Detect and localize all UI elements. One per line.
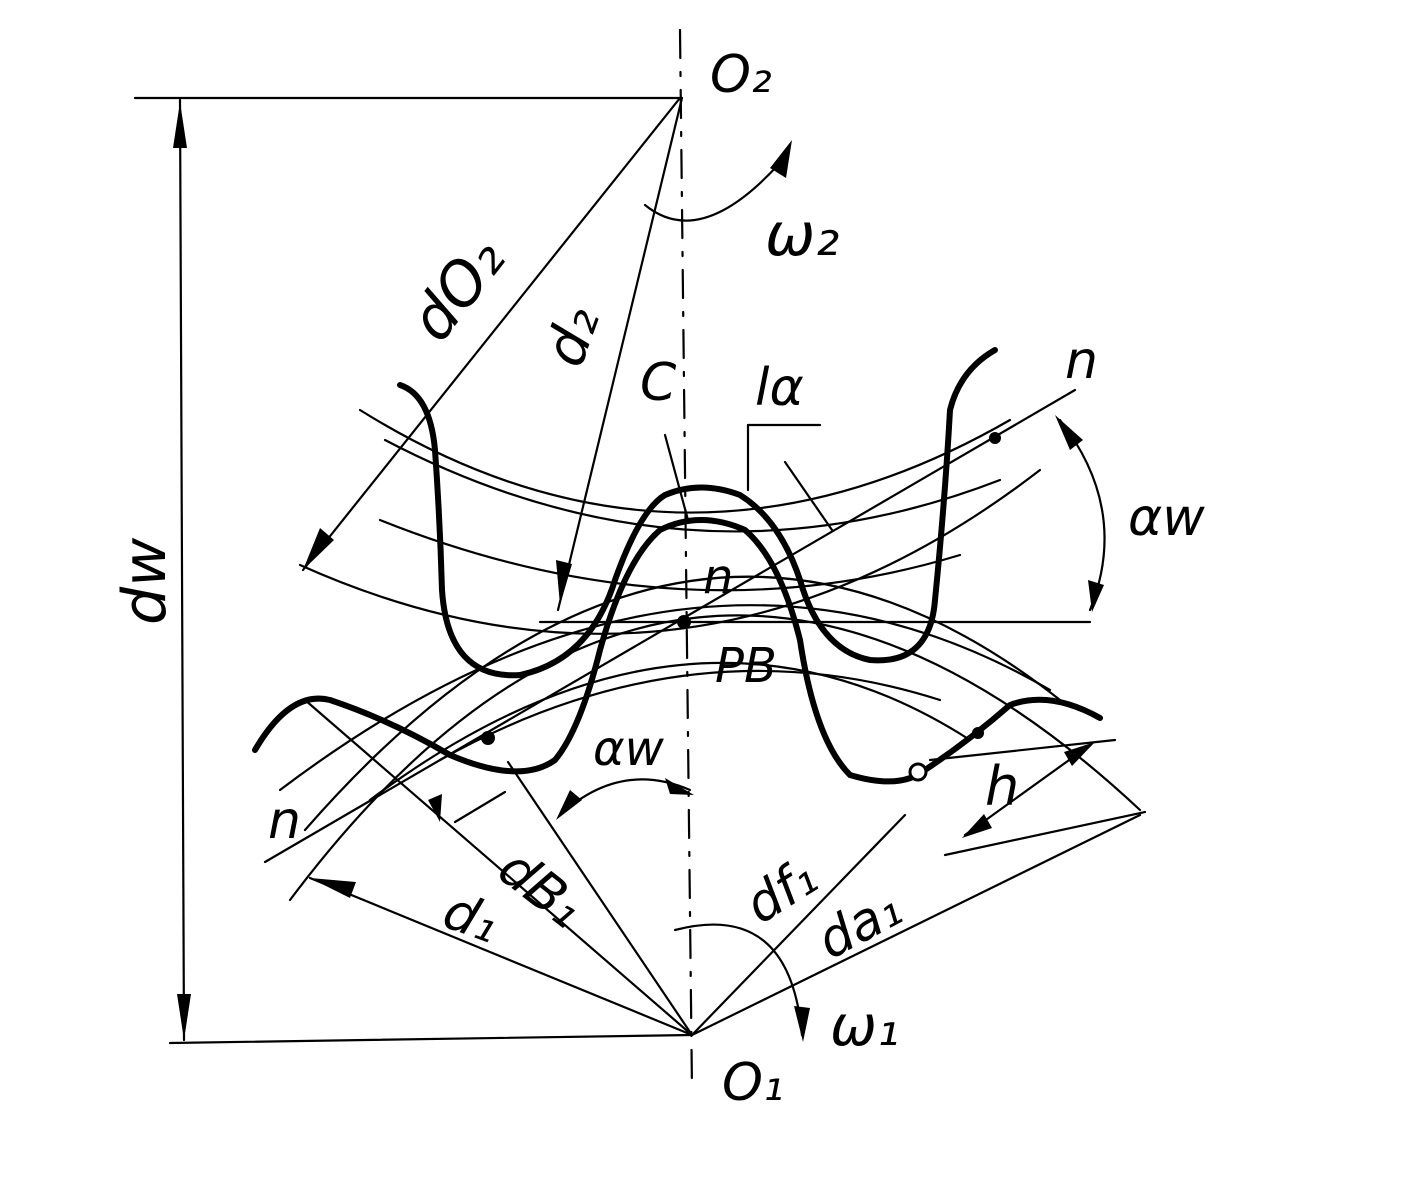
d2-line [556, 96, 684, 612]
alpha-w-right-label: αw [1128, 488, 1205, 548]
df1-line [690, 813, 907, 1037]
do2-line [301, 96, 682, 572]
db1-line [303, 698, 694, 1037]
alpha-w-bottom-label: αw [593, 721, 665, 777]
h-extension-top [928, 738, 1117, 762]
center-axis [678, 28, 694, 1092]
bottom-extension-line [168, 1033, 694, 1045]
p-b-label: PB [715, 638, 777, 694]
omega2-label: ω₂ [765, 200, 839, 270]
n-top-right-label: n [1065, 331, 1098, 391]
l-alpha-extension [783, 460, 834, 532]
upper-arc-2 [383, 438, 1002, 533]
pitch-point [677, 615, 691, 629]
db1-label: dB₁ [487, 838, 594, 940]
h-extension-bottom [943, 810, 1147, 857]
omega1-arrowhead [794, 1006, 810, 1042]
omega2-arc [643, 163, 780, 222]
upper-gear-profile [397, 347, 998, 679]
lower-arc-4 [438, 669, 942, 762]
contact-point-upper [989, 432, 1001, 444]
o2-label: O₂ [710, 45, 772, 105]
n-center-label: n [703, 549, 733, 605]
db1-arrow [428, 794, 442, 822]
dw-arrow-bottom [177, 994, 191, 1040]
omega2-arrowhead [770, 140, 792, 178]
d1-arrow [310, 878, 356, 898]
omega1-arc [673, 923, 804, 1037]
dw-dimension-line [178, 98, 186, 1042]
upper-arc-4 [378, 518, 962, 592]
l-alpha-label: lα [755, 358, 804, 418]
dw1-line [506, 760, 694, 1037]
alpha-w-bottom-arrow-left [556, 790, 582, 820]
lower-arc-1 [303, 575, 1062, 832]
do2-label: dO₂ [397, 225, 519, 354]
contact-point-lower [481, 731, 495, 745]
d1-line [308, 876, 694, 1037]
c-label: C [640, 353, 677, 413]
alpha-w-right-arrow-top [1055, 415, 1083, 450]
o1-label: O₁ [722, 1053, 784, 1113]
d2-label: d₂ [532, 298, 613, 375]
lower-arc-2 [288, 614, 1142, 902]
d2-arrow [556, 560, 572, 605]
h-arrow-top [1064, 742, 1095, 766]
dw-arrow-top [173, 102, 187, 148]
do2-arrow [303, 528, 334, 570]
upper-arc-1 [358, 408, 1012, 514]
db1-tick [453, 790, 507, 824]
contact-point-right [972, 727, 984, 739]
dw-left-label: dw [110, 537, 180, 625]
n-left-label: n [268, 791, 301, 851]
alpha-w-right-arc [1058, 418, 1106, 612]
h-arrow-bottom [962, 814, 992, 838]
contact-point-open [908, 762, 928, 782]
h-label: h [985, 755, 1019, 818]
lower-arc-5 [278, 604, 1052, 792]
da1-line [690, 813, 1142, 1037]
omega1-label: ω₁ [830, 994, 899, 1059]
alpha-w-bottom-arrow-right [665, 778, 694, 795]
lower-arc-3 [368, 661, 972, 802]
c-leader [663, 433, 690, 522]
alpha-w-right-arrow-bottom [1088, 580, 1104, 612]
